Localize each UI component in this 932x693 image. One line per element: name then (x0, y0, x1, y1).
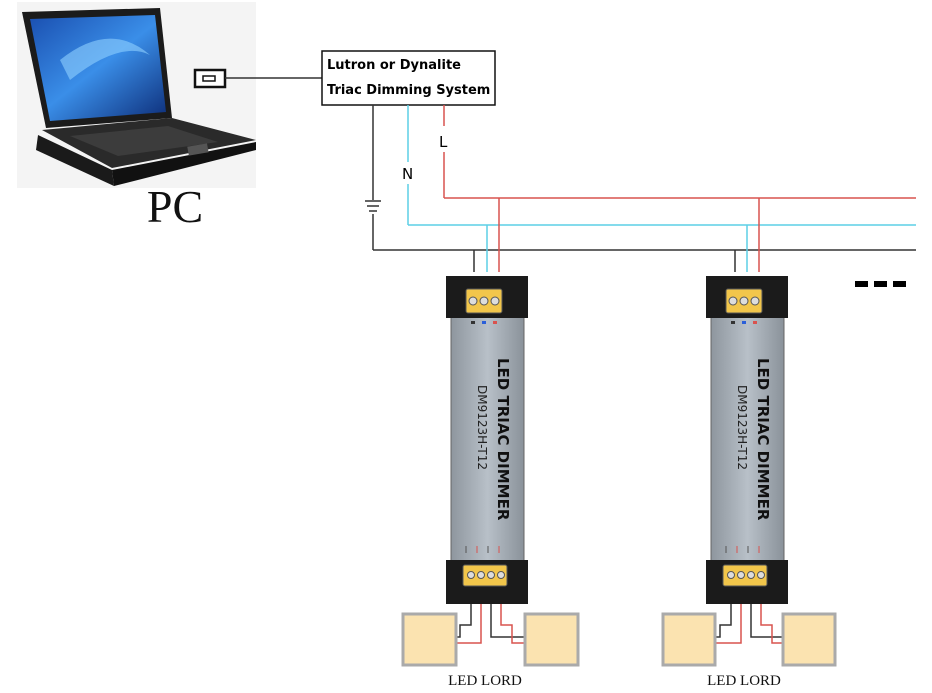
dimmer-2-input-wires (734, 198, 760, 272)
neutral-bus (407, 105, 916, 226)
control-system-box: Lutron or Dynalite Triac Dimming System (321, 50, 496, 106)
ground-bus (365, 105, 916, 251)
network-port-icon (193, 68, 227, 89)
live-label: L (439, 133, 448, 151)
dimmer-2 (706, 276, 788, 604)
dimmer-1-title: LED TRIAC DIMMER (494, 358, 512, 521)
led-load-panel (781, 612, 837, 667)
dimmer-2-title: LED TRIAC DIMMER (754, 358, 772, 521)
dimmer-1-input-wires (473, 198, 500, 272)
dimmer-2-output-wires (715, 604, 783, 644)
control-system-line1: Lutron or Dynalite (327, 58, 461, 73)
laptop-icon (17, 2, 256, 188)
neutral-label: N (402, 165, 413, 183)
led-load-panel (401, 612, 458, 667)
led-load-panel (523, 612, 580, 667)
load-label-1: LED LORD (448, 673, 522, 689)
more-units-indicator (855, 281, 906, 287)
led-load-panel (661, 612, 717, 667)
pc-label: PC (147, 181, 203, 232)
dimmer-2-model: DM9123H-T12 (735, 385, 749, 470)
live-bus (443, 105, 916, 199)
dimmer-1-output-wires (456, 604, 525, 644)
dimmer-1 (446, 276, 528, 604)
dimmer-1-model: DM9123H-T12 (475, 385, 489, 470)
control-system-line2: Triac Dimming System (327, 83, 490, 98)
load-label-2: LED LORD (707, 673, 781, 689)
